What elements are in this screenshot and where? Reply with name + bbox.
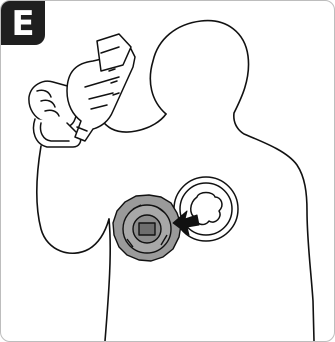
- toy-laser-blaster: [67, 34, 135, 141]
- gear-shaped-chest-target: [113, 195, 181, 261]
